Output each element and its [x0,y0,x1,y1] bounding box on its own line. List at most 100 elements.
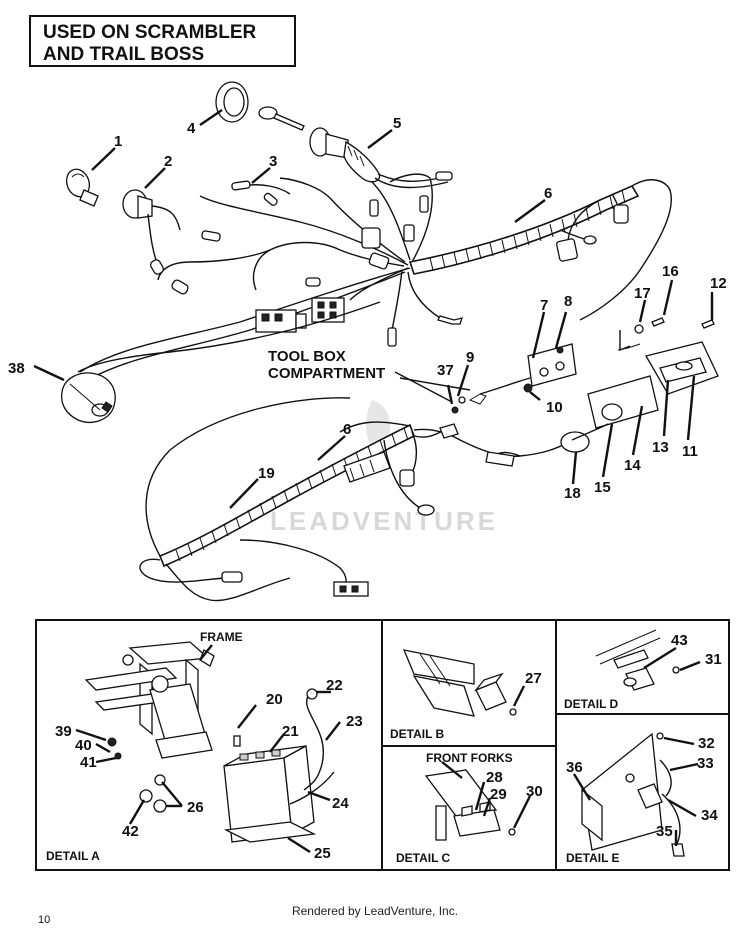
detail-b-drawing: 27 DETAIL B [390,649,542,741]
detail-e-frame [555,713,730,871]
callout-1: 1 [114,133,122,150]
nut-10 [523,383,533,393]
callout-21: 21 [282,723,299,740]
callout-15: 15 [594,479,611,496]
callout-7: 7 [540,297,548,314]
callout-27: 27 [525,670,542,687]
spade-terminal [387,327,397,347]
callout-9: 9 [466,349,474,366]
detail-d-label: DETAIL D [564,697,619,711]
detail-b-label: DETAIL B [390,727,445,741]
bullet-connector-right [613,204,629,224]
callout-39: 39 [55,723,72,740]
callout-2: 2 [164,153,172,170]
lower-relay [343,451,391,483]
watermark: LEADVENTURE [270,400,498,536]
key-ring [258,106,278,120]
callout-36: 36 [566,759,583,776]
detail-d-drawing: 43 31 DETAIL D [564,629,722,711]
washer-17 [634,324,644,334]
detail-e-drawing: 32 33 34 35 36 DETAIL E [566,732,718,865]
main-callouts: 1 2 3 4 5 6 6 7 8 9 10 11 12 13 14 15 16… [8,115,727,502]
watermark-text: LEADVENTURE [270,506,498,536]
callout-40: 40 [75,737,92,754]
callout-42: 42 [122,823,139,840]
front-forks-label: FRONT FORKS [426,751,513,765]
detail-e-label: DETAIL E [566,851,620,865]
callout-22: 22 [326,677,343,694]
callout-33: 33 [697,755,714,772]
callout-14: 14 [624,457,641,474]
ignition-key [273,113,305,131]
callout-43: 43 [671,632,688,649]
detail-frames [35,619,730,871]
plug-tab [295,313,307,329]
screw-8 [556,346,564,354]
callout-11: 11 [682,443,698,460]
callout-25: 25 [314,845,331,862]
callout-12: 12 [710,275,727,292]
bulb-socket [122,189,181,261]
bullet-connectors-3 [231,180,291,206]
callout-5: 5 [393,115,401,132]
callout-4: 4 [187,120,196,137]
bullet-connector-lower [221,571,243,583]
callout-38: 38 [8,360,25,377]
screw-16 [651,317,665,327]
tool-box-label-1: TOOL BOX [268,348,346,365]
callout-8: 8 [564,293,572,310]
detail-c-drawing: FRONT FORKS 28 29 30 DETAIL C [396,751,543,865]
headlight-switch [60,372,116,423]
bullet-connector-left-2 [149,259,165,275]
leader-lines [33,109,714,509]
callout-34: 34 [701,807,718,824]
detail-c-label: DETAIL C [396,851,451,865]
detail-a-leaders [75,644,341,854]
terminal-eye [583,235,597,245]
multi-pin-connector [311,297,345,323]
page-number: 10 [38,914,51,926]
callout-41: 41 [80,754,97,771]
callout-3: 3 [269,153,277,170]
bullet-connector-center [368,252,390,270]
terminal-connector-a [403,224,415,242]
callout-19: 19 [258,465,275,482]
bullet-connector-left [171,279,189,295]
callout-28: 28 [486,769,503,786]
lower-bullet-connector [399,469,415,487]
screw-12 [701,319,715,329]
callout-18: 18 [564,485,581,502]
battery-pad [223,821,317,843]
coil-34 [637,783,663,809]
callout-37: 37 [437,362,454,379]
ring-terminal-upper [437,315,463,325]
terminal-connector-c [419,195,429,213]
ignition-switch [309,127,453,189]
callout-16: 16 [662,263,679,280]
callout-6-lower: 6 [343,421,351,438]
main-harness-assembly [77,149,672,381]
callout-13: 13 [652,439,669,456]
lower-harness-assembly [139,397,573,602]
callout-29: 29 [490,786,507,803]
callout-10: 10 [546,399,563,416]
footer-credit: Rendered by LeadVenture, Inc. [291,904,459,918]
lower-plug-connector [333,581,369,597]
ignition-grommet [215,81,305,131]
screw-20 [233,735,241,747]
washer-37 [451,406,459,414]
callout-31: 31 [705,651,722,668]
frame-label: FRAME [200,630,243,644]
callout-26: 26 [187,799,204,816]
callout-24: 24 [332,795,349,812]
screw-9 [458,396,466,404]
tail-light-assembly [451,317,719,453]
terminal-connector-b [369,199,379,217]
callout-17: 17 [634,285,651,302]
bullet-connector-left-3 [201,230,221,242]
bulb [65,168,99,207]
bullet-connector-mid [305,277,321,287]
title-line-1: USED ON SCRAMBLER [43,22,257,43]
title-line-2: AND TRAIL BOSS [43,44,204,65]
